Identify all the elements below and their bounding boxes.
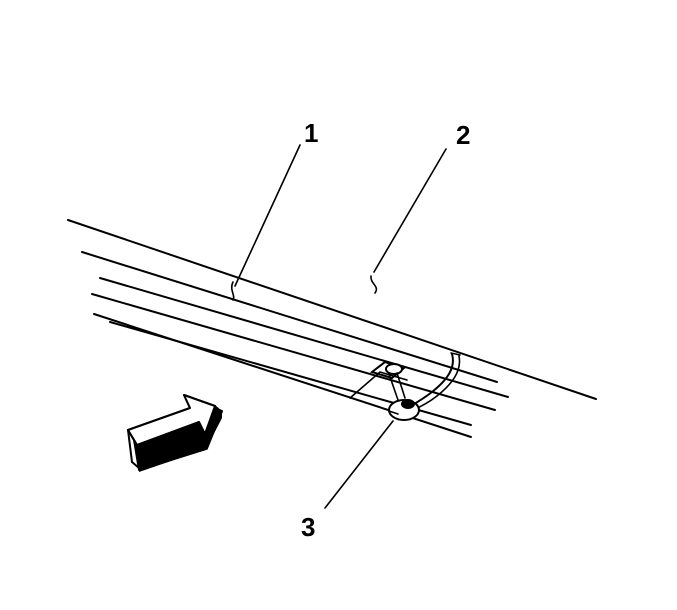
clip-slot	[369, 360, 407, 380]
callout-1-leader	[230, 144, 301, 301]
harness-top-cap	[450, 352, 461, 356]
callout-2-label: 2	[456, 120, 470, 150]
callout-2-leader	[370, 148, 447, 294]
trim-line-4	[93, 313, 472, 438]
callout-1-label: 1	[304, 118, 318, 148]
panel-upper-edge	[67, 219, 597, 400]
forward-arrow-icon	[127, 394, 223, 472]
callout-3-label: 3	[301, 512, 315, 542]
callout-3-leader	[324, 420, 394, 509]
fastener-clip	[385, 363, 420, 421]
trim-line-2	[99, 277, 509, 398]
trim-line-3	[91, 293, 496, 411]
trim-line-1	[81, 251, 498, 383]
